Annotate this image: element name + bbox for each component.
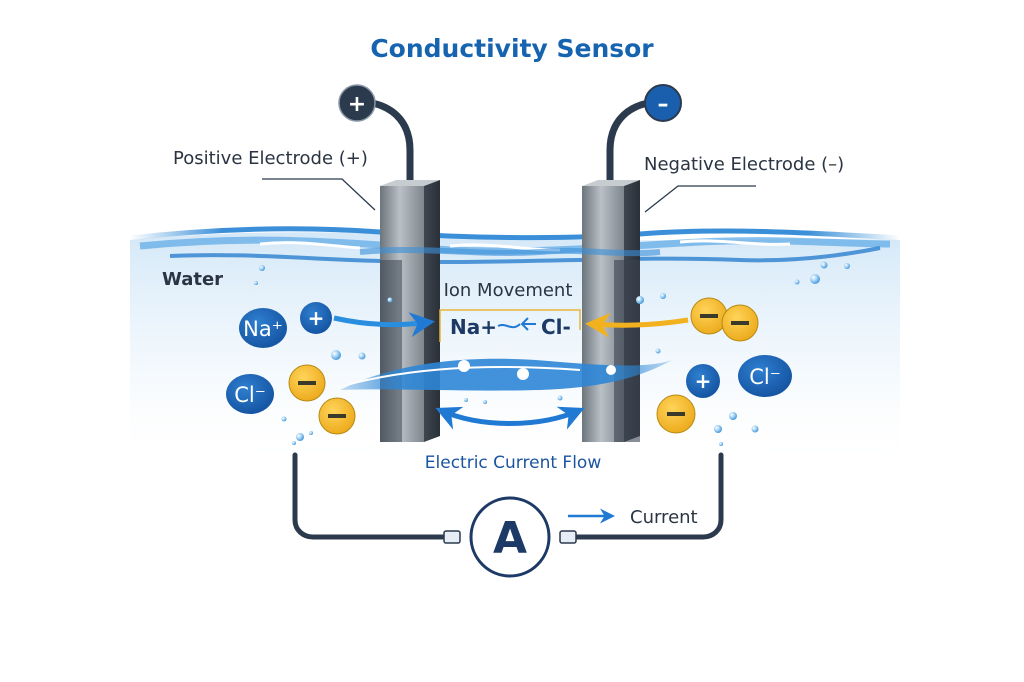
ion-movement-box	[439, 309, 581, 342]
ammeter-connector-left	[443, 530, 461, 544]
current-flow-band	[340, 358, 672, 391]
ion-na-left-label: Na⁺	[243, 317, 283, 341]
electric-current-flow-label: Electric Current Flow	[425, 453, 602, 473]
negative-electrode	[582, 180, 640, 442]
negative-electrode-label: Negative Electrode (–)	[644, 154, 844, 175]
plus-icon: +	[348, 92, 366, 117]
ion-cl-right-label: Cl⁻	[749, 365, 781, 389]
cation-arrow	[333, 312, 435, 338]
positive-terminal: +	[338, 84, 376, 122]
ammeter-symbol: A	[493, 513, 527, 564]
negative-electrode-leader	[644, 185, 756, 213]
minus-icon	[731, 321, 749, 325]
bubbles	[254, 261, 850, 446]
negative-wire	[606, 99, 773, 192]
positive-electrode	[380, 180, 440, 442]
negative-terminal: –	[644, 84, 682, 122]
anion-pair-right	[690, 297, 759, 342]
positive-electrode-leader	[262, 178, 376, 211]
ion-cl-left: Cl⁻	[226, 364, 356, 435]
ion-na-left: Na⁺ +	[239, 302, 332, 348]
ion-cl-left-label: Cl⁻	[234, 383, 266, 407]
ion-cl-label: Cl-	[541, 315, 571, 339]
positive-wire	[255, 99, 414, 192]
circuit-wire	[292, 452, 724, 540]
minus-icon	[667, 412, 685, 416]
minus-icon: –	[658, 92, 669, 117]
plus-icon: +	[695, 369, 712, 393]
plus-icon: +	[308, 306, 325, 330]
ion-cl-right: Cl⁻ +	[656, 355, 792, 434]
minus-icon	[298, 381, 316, 385]
diagram-title: Conductivity Sensor	[370, 34, 654, 63]
minus-icon	[328, 414, 346, 418]
current-label: Current	[630, 507, 698, 528]
ion-na-label: Na+	[450, 315, 497, 339]
ammeter: A	[469, 496, 551, 578]
anion-arrow	[585, 312, 689, 338]
minus-icon	[700, 314, 718, 318]
ion-exchange-icon	[497, 317, 536, 331]
water-body	[129, 226, 901, 470]
current-flow-arrow	[435, 406, 585, 430]
ammeter-connector-right	[559, 530, 577, 544]
water-label: Water	[162, 269, 223, 290]
ion-movement-label: Ion Movement	[444, 280, 573, 301]
positive-electrode-label: Positive Electrode (+)	[173, 148, 368, 169]
